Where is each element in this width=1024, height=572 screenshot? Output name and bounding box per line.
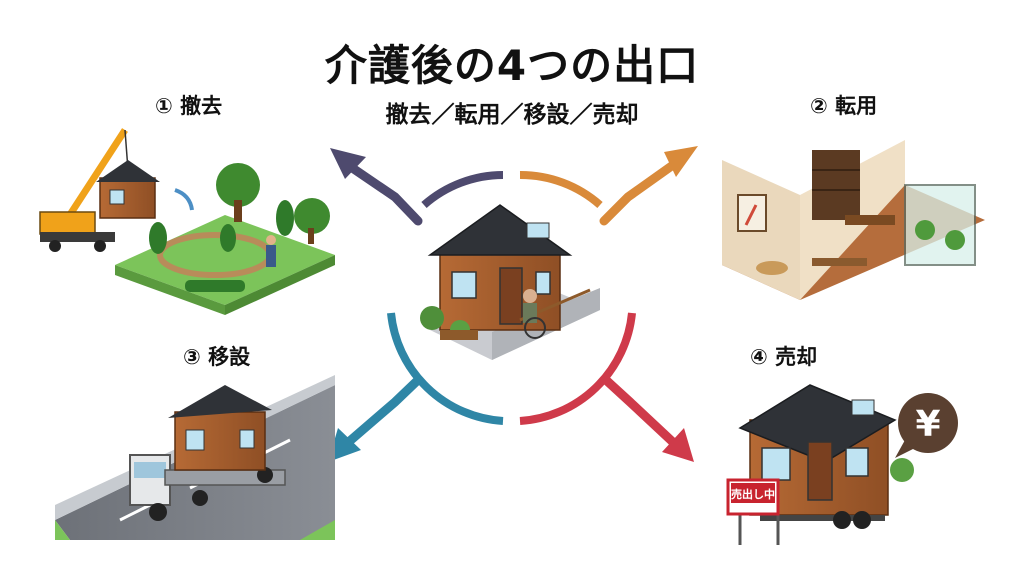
arrow-sale (601, 375, 694, 462)
center-tiny-house-illustration (420, 204, 600, 360)
exit-label-text: 転用 (835, 94, 878, 118)
exit-label-sale: ④ 売却 (750, 341, 817, 371)
exit-label-removal: ① 撤去 (155, 90, 222, 120)
ring-segment-sale (519, 312, 636, 425)
exit-label-relocation: ③ 移設 (183, 341, 250, 371)
exit-label-conversion: ② 転用 (810, 90, 877, 120)
for-sale-sign-text: 売出し中 (731, 487, 775, 501)
exit-number: ④ (750, 345, 768, 369)
exit-number: ① (155, 94, 173, 118)
exit-number: ③ (183, 345, 201, 369)
yen-icon: ¥ (915, 404, 940, 445)
arrow-relocation (328, 375, 423, 462)
arrow-removal (330, 148, 423, 226)
arrow-conversion (599, 146, 698, 226)
exit-number: ② (810, 94, 828, 118)
center-ring (387, 170, 636, 425)
removal-illustration (39, 128, 335, 315)
ring-segment-removal (421, 171, 504, 209)
ring-segment-relocation (387, 312, 504, 425)
sale-illustration: 売出し中 ¥ (726, 384, 958, 545)
page-title: 介護後の4つの出口 (324, 41, 700, 90)
page-subtitle: 撤去／転用／移設／売却 (385, 102, 639, 128)
relocation-illustration (55, 375, 335, 540)
exit-label-text: 撤去 (180, 94, 223, 118)
exit-label-text: 移設 (208, 345, 251, 369)
yen-badge (898, 393, 958, 453)
conversion-illustration (722, 140, 985, 300)
ring-segment-conversion (519, 170, 603, 209)
exit-label-text: 売却 (775, 345, 818, 369)
